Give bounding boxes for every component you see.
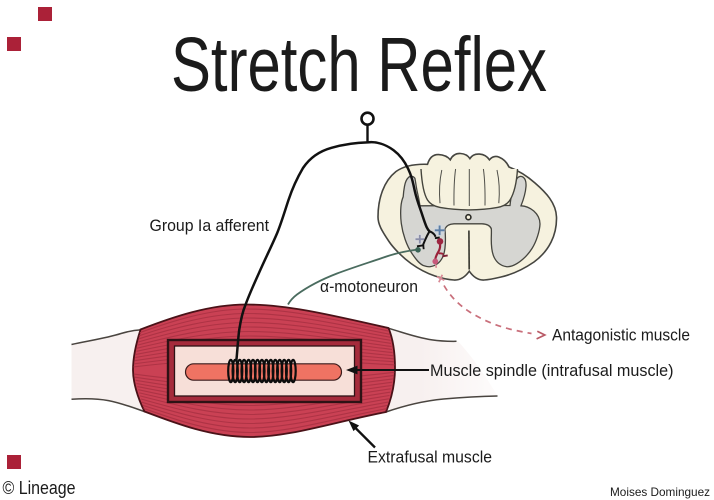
svg-text:Extrafusal muscle: Extrafusal muscle [368, 448, 493, 467]
svg-text:© Lineage: © Lineage [3, 477, 76, 498]
svg-text:Antagonistic muscle: Antagonistic muscle [552, 326, 690, 345]
svg-text:Muscle spindle (intrafusal mus: Muscle spindle (intrafusal muscle) [430, 361, 674, 380]
svg-text:α-motoneuron: α-motoneuron [320, 277, 418, 296]
svg-text:Group Ia afferent: Group Ia afferent [150, 216, 270, 235]
svg-text:Moises Dominguez: Moises Dominguez [610, 485, 710, 499]
svg-text:Stretch Reflex: Stretch Reflex [171, 22, 547, 108]
